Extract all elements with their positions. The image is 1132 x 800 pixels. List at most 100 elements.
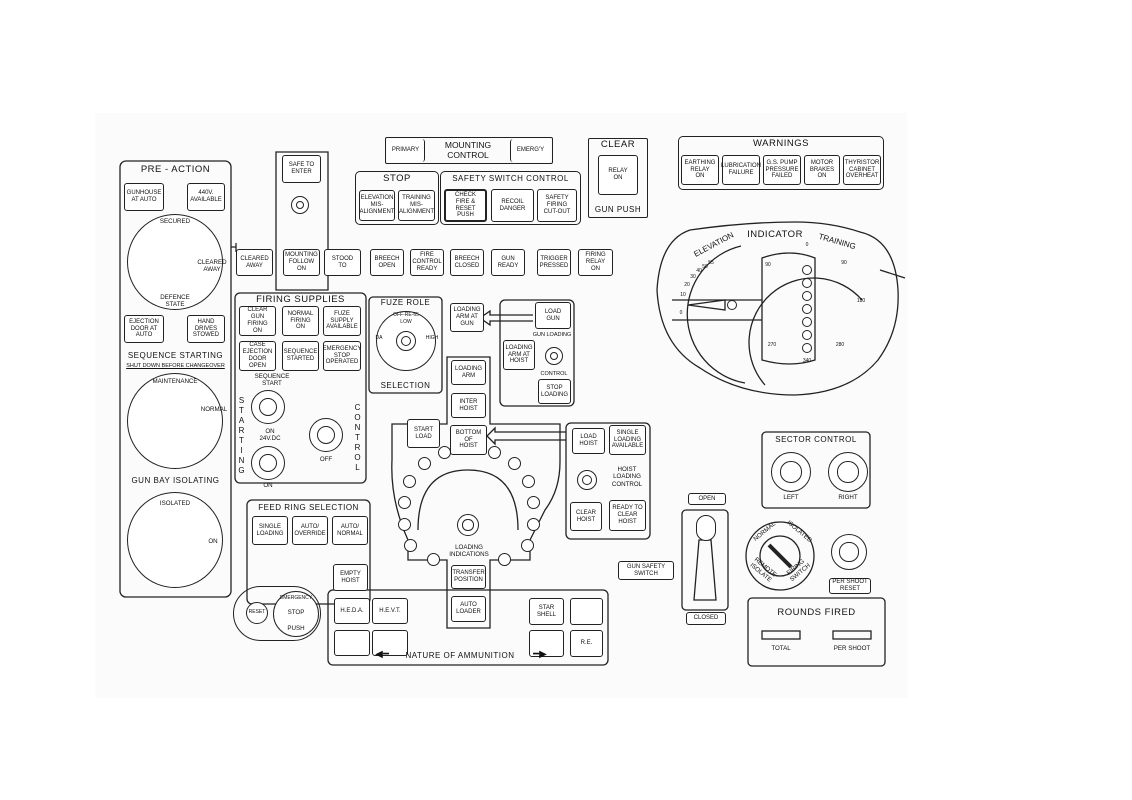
train-mark-0: 0 [805, 242, 809, 249]
gun-safety-lever[interactable] [696, 515, 716, 541]
fuze-mark-off: OFF-RE-65 [393, 312, 419, 319]
training-lamp [802, 265, 812, 275]
elev-mark-0: 0 [679, 310, 683, 317]
safe-to-enter-switch[interactable] [291, 196, 309, 214]
sequence-selector[interactable] [127, 373, 223, 469]
stop-label: STOP [287, 609, 305, 617]
per-shoot-reset-button[interactable] [831, 534, 867, 570]
warning-gs-pump: G.S. PUMP PRESSURE FAILED [763, 155, 801, 185]
auto-override-button[interactable]: AUTO/ OVERRIDE [292, 516, 328, 545]
secured-label: SECURED [159, 218, 191, 226]
push-label: PUSH [287, 625, 305, 633]
loading-indications-switch[interactable] [457, 514, 479, 536]
loading-lamp [427, 553, 440, 566]
star-shell-button[interactable]: STAR SHELL [529, 598, 564, 625]
ammo-blank-1[interactable] [334, 630, 370, 656]
reset-button[interactable] [246, 602, 268, 624]
relay-on-button[interactable]: RELAY ON [598, 155, 638, 195]
stop-loading-button[interactable]: STOP LOADING [538, 379, 571, 404]
sector-right-label: RIGHT [838, 494, 858, 502]
seq-fire-control-ready: FIRE CONTROL READY [410, 249, 444, 276]
seq-stood-to: STOOD TO [324, 249, 361, 276]
inter-hoist-indicator: INTER HOIST [451, 393, 486, 418]
rounds-fired-title: ROUNDS FIRED [777, 607, 856, 618]
gun-loading-label: GUN LOADING [532, 331, 572, 338]
training-lamp [802, 343, 812, 353]
ammo-blank-3[interactable] [570, 598, 603, 625]
safe-to-enter-indicator: SAFE TO ENTER [282, 155, 321, 183]
gun-bay-selector[interactable] [127, 492, 223, 588]
hoist-loading-switch[interactable] [577, 470, 597, 490]
ammo-blank-2[interactable] [372, 630, 408, 656]
warning-earthing-relay: EARTHING RELAY ON [681, 155, 719, 185]
pre-action-selector[interactable] [127, 214, 223, 310]
bottom-of-hoist-indicator: BOTTOM OF HOIST [450, 425, 487, 455]
normal-firing-on: NORMAL FIRING ON [282, 306, 319, 336]
gun-safety-closed: CLOSED [686, 612, 726, 625]
sequence-starting-title: SEQUENCE STARTING [127, 351, 224, 360]
loading-lamp [398, 518, 411, 531]
warning-thyristor: THYRISTOR CABINET OVERHEAT [843, 155, 881, 185]
isolated-label: ISOLATED [159, 500, 191, 508]
transfer-position-indicator: TRANSFER POSITION [451, 565, 486, 589]
gun-safety-open: OPEN [688, 493, 726, 505]
control-label: CONTROL [353, 403, 362, 473]
loading-lamp [404, 539, 417, 552]
ready-to-clear-hoist: READY TO CLEAR HOIST [609, 500, 646, 531]
off-label: OFF [319, 456, 333, 464]
stop-panel [355, 171, 439, 225]
elev-mark-20: 20 [684, 282, 690, 289]
indicator-title: INDICATOR [747, 229, 803, 240]
heda-button[interactable]: H.E.D.A. [334, 598, 370, 624]
sequence-off-button[interactable] [309, 418, 343, 452]
seq-firing-relay-on: FIRING RELAY ON [578, 249, 613, 276]
load-gun-button[interactable]: LOAD GUN [535, 302, 571, 329]
check-fire-reset-button[interactable]: CHECK FIRE & RESET PUSH [444, 189, 487, 222]
defence-state-label: DEFENCE STATE [160, 293, 190, 308]
warnings-title: WARNINGS [753, 138, 809, 149]
safety-switch-panel [440, 171, 581, 225]
clear-panel [588, 138, 648, 218]
firing-supplies-title: FIRING SUPPLIES [256, 294, 345, 305]
re-button[interactable]: R.E. [570, 630, 603, 657]
nature-of-ammunition-title: NATURE OF AMMUNITION [405, 651, 515, 660]
warning-motor-brakes: MOTOR BRAKES ON [804, 155, 840, 185]
primary-button[interactable]: PRIMARY [387, 139, 425, 162]
emergency-ring-label: EMERGENCY [279, 595, 313, 602]
on-label-2: ON [263, 482, 273, 490]
fuze-mark-low: LOW [400, 319, 412, 326]
emergency-stop-operated: EMERGENCY STOP OPERATED [323, 341, 361, 371]
sequence-start-on2-button[interactable] [251, 446, 285, 480]
auto-normal-button[interactable]: AUTO/ NORMAL [332, 516, 368, 545]
sequence-start-on-button[interactable] [251, 390, 285, 424]
loading-lamp [522, 475, 535, 488]
total-label: TOTAL [771, 644, 791, 652]
hevt-button[interactable]: H.E.V.T. [372, 598, 408, 624]
train-mark-280: 280 [835, 342, 845, 349]
loading-arm-at-gun: LOADING ARM AT GUN [450, 303, 484, 332]
train-mark-180: 180 [856, 298, 866, 305]
normal-label: NORMAL [200, 406, 228, 414]
sector-right-button[interactable] [828, 452, 868, 492]
ammo-blank-4[interactable] [529, 630, 564, 657]
gun-loading-switch[interactable] [545, 347, 563, 365]
safety-switch-title: SAFETY SWITCH CONTROL [452, 174, 569, 183]
ejection-door-at-auto: EJECTION DOOR AT AUTO [124, 315, 164, 343]
training-lamp [802, 304, 812, 314]
emergency-button[interactable]: EMERG'Y [510, 139, 550, 162]
seq-gun-ready: GUN READY [491, 249, 525, 276]
loading-lamp [438, 446, 451, 459]
loading-arm-at-hoist: LOADING ARM AT HOIST [503, 340, 535, 370]
start-load-button[interactable]: START LOAD [407, 419, 440, 448]
fuze-supply-available: FUZE SUPPLY AVAILABLE [323, 306, 361, 336]
warning-lubrication: LUBRICATION FAILURE [721, 155, 761, 185]
load-hoist-button[interactable]: LOAD HOIST [572, 428, 605, 454]
single-loading-button[interactable]: SINGLE LOADING [252, 516, 288, 545]
warnings-panel [678, 136, 884, 190]
sector-left-button[interactable] [771, 452, 811, 492]
emergency-stop-button[interactable] [273, 591, 319, 637]
fuze-knob[interactable] [396, 331, 416, 351]
elev-mark-30: 30 [690, 274, 696, 281]
sector-left-label: LEFT [783, 494, 799, 502]
clear-hoist-button[interactable]: CLEAR HOIST [570, 502, 602, 531]
